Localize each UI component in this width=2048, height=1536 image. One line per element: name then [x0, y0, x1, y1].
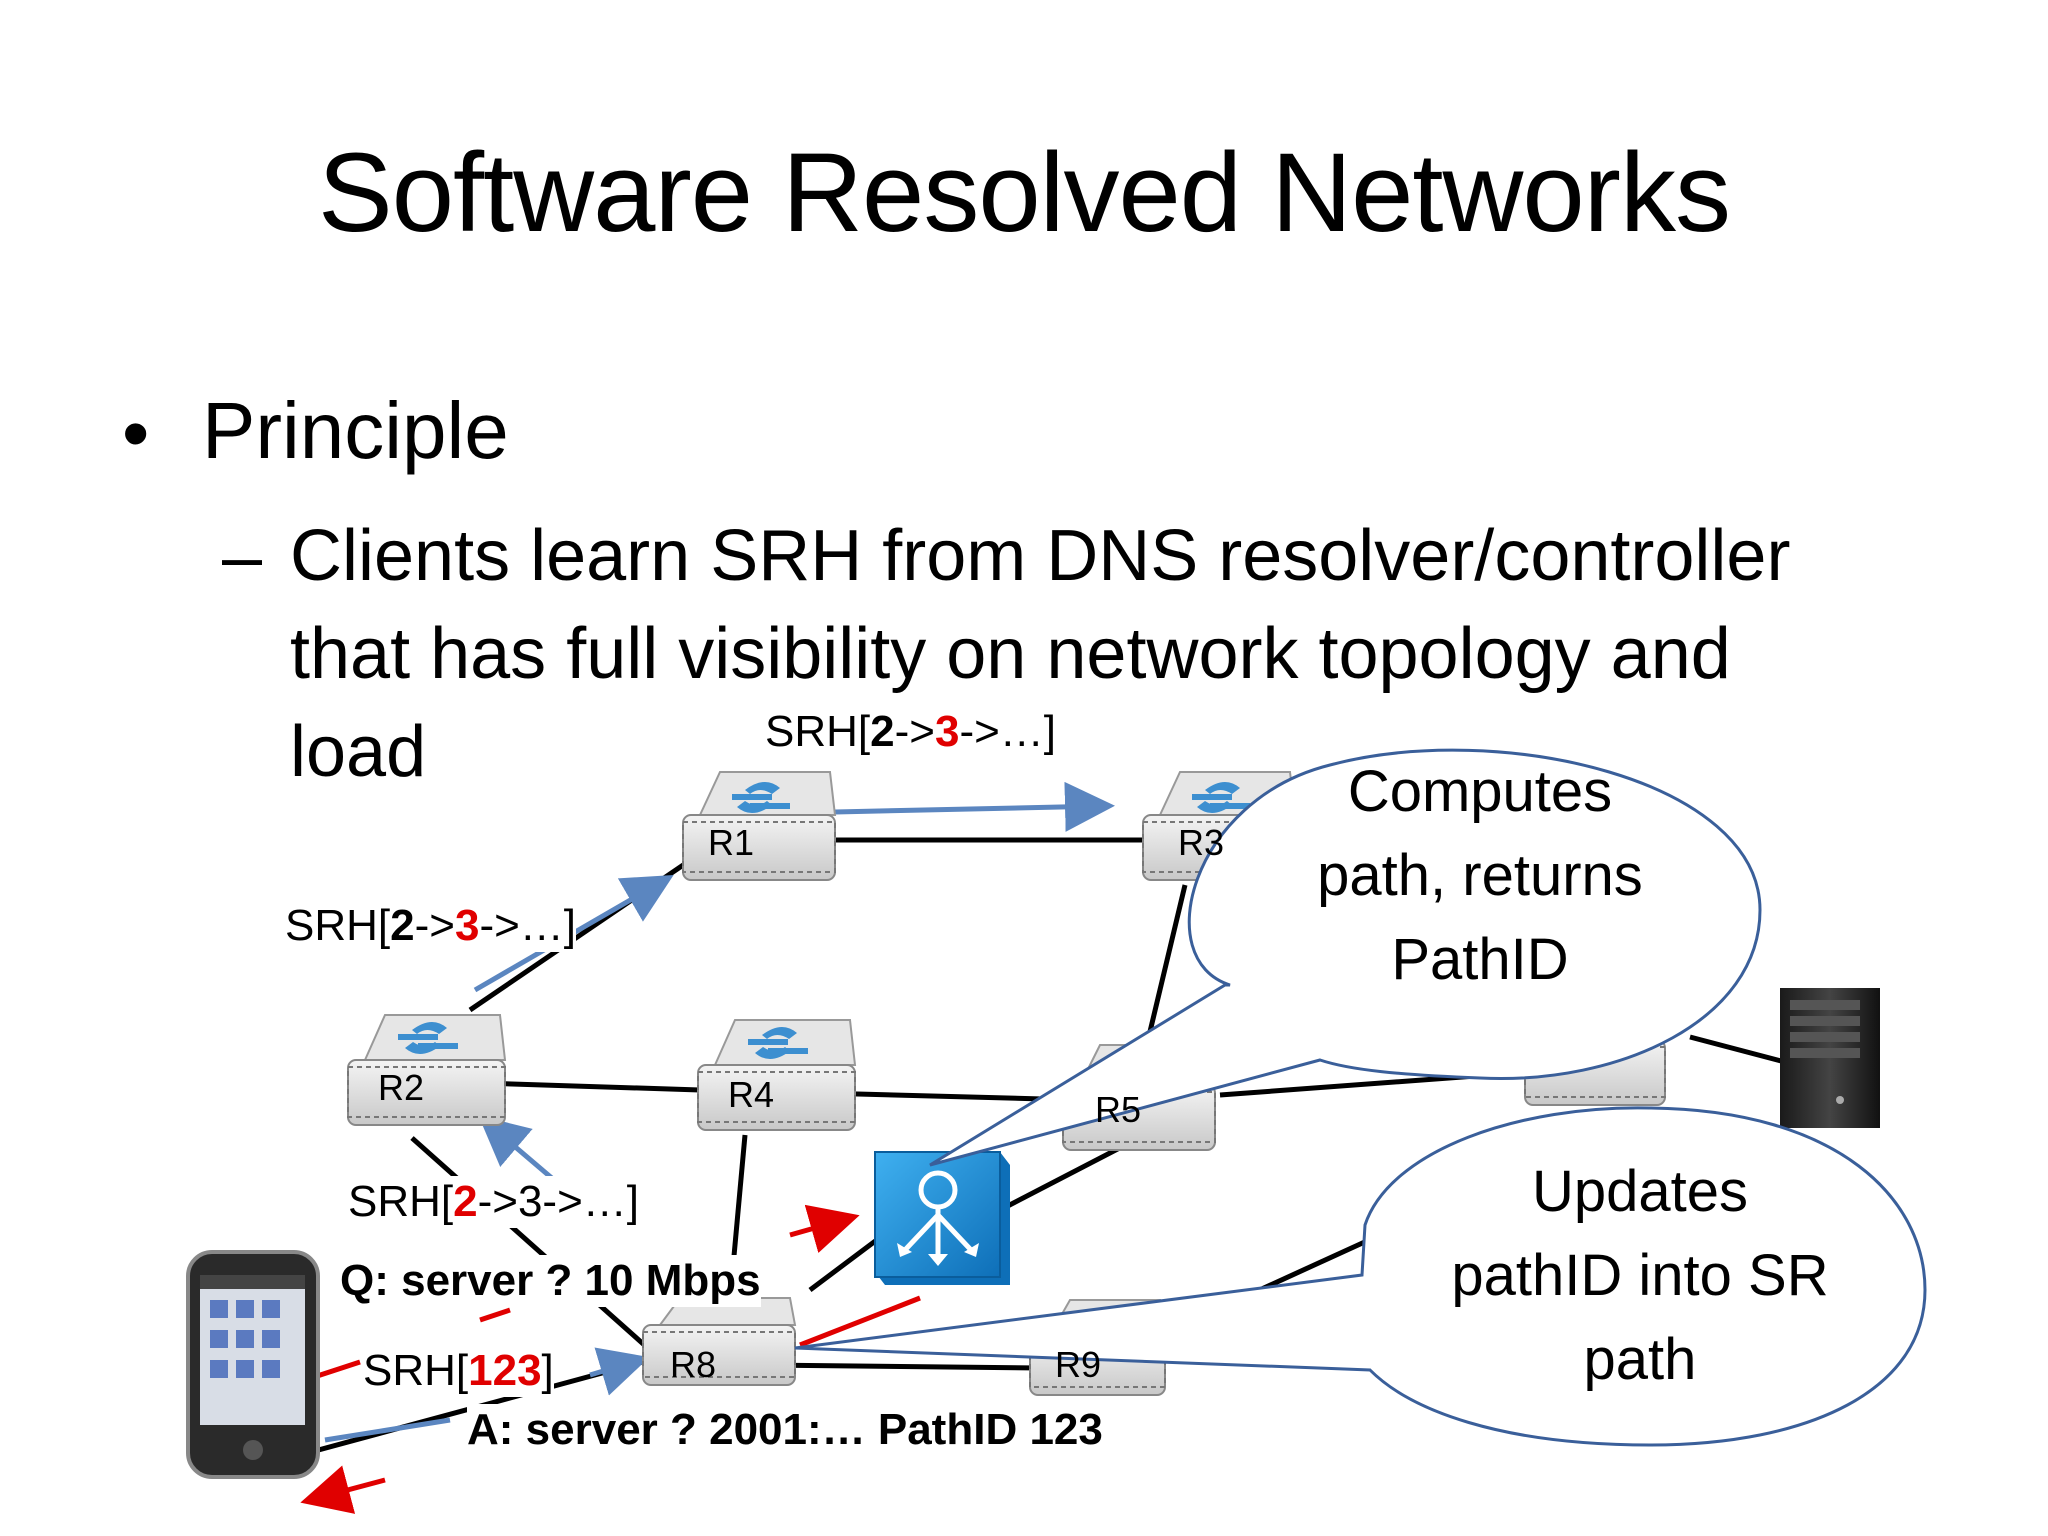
arrow-query-to-controller — [789, 1204, 860, 1253]
router-label-r1: R1 — [708, 822, 755, 863]
arrow-query-seg — [479, 1307, 511, 1323]
slide-title: Software Resolved Networks — [318, 130, 1731, 255]
callout-update — [794, 1106, 1927, 1447]
arrow-answer-seg — [799, 1295, 921, 1348]
router-r1 — [682, 771, 837, 881]
router-label-r8: R8 — [670, 1344, 717, 1385]
router-label-r4: R4 — [728, 1074, 775, 1115]
phone-icon — [186, 1250, 320, 1479]
router-label-r2: R2 — [378, 1067, 425, 1108]
callout-update-text: Updates pathID into SR path — [1451, 1159, 1829, 1392]
subbullet-dash: – — [222, 517, 263, 597]
router-r2 — [347, 1014, 507, 1126]
srh-label-bottom: SRH[123] — [363, 1345, 554, 1397]
router-r4 — [697, 1019, 857, 1131]
link-r2-r4 — [479, 1080, 701, 1093]
arrow-answer-to-phone — [300, 1465, 386, 1514]
server-icon — [1780, 988, 1880, 1128]
srh-label-top: SRH[2->3->…] — [765, 707, 1057, 756]
bullet-symbol: • — [122, 389, 150, 477]
dns-query-label: Q: server ? 10 Mbps — [340, 1255, 761, 1307]
srh-label-mid: SRH[2->3->…] — [348, 1176, 639, 1228]
router-r8 — [642, 1297, 797, 1386]
router-label-r3: R3 — [1178, 822, 1225, 863]
link-ctrl-r5 — [998, 1137, 1137, 1213]
arrow-r8-r2 — [478, 1115, 562, 1187]
arrow-phone-tail — [324, 1417, 451, 1443]
dns-answer-label: A: server ? 2001:… PathID 123 — [467, 1404, 1103, 1456]
link-r2-r8 — [410, 1136, 652, 1352]
link-r2-r1 — [468, 837, 722, 1013]
router-label-r5: R5 — [1095, 1089, 1142, 1130]
controller-icon — [874, 1151, 1010, 1285]
arrow-phone-r8 — [589, 1347, 650, 1396]
callout-controller-text: Computes path, returns PathID — [1317, 759, 1643, 992]
bullet-principle: Principle — [202, 386, 509, 475]
subbullet-text: Clients learn SRH from DNS resolver/cont… — [290, 516, 1791, 792]
link-r3-r5 — [1145, 884, 1188, 1041]
link-r8-r9 — [759, 1362, 1041, 1371]
router-label-r9: R9 — [1055, 1344, 1102, 1385]
srh-label-left: SRH[2->3->…] — [285, 900, 577, 952]
link-r7-server — [1689, 1034, 1786, 1065]
callout-controller — [929, 748, 1762, 1167]
arrow-r1-r3 — [834, 781, 1115, 832]
